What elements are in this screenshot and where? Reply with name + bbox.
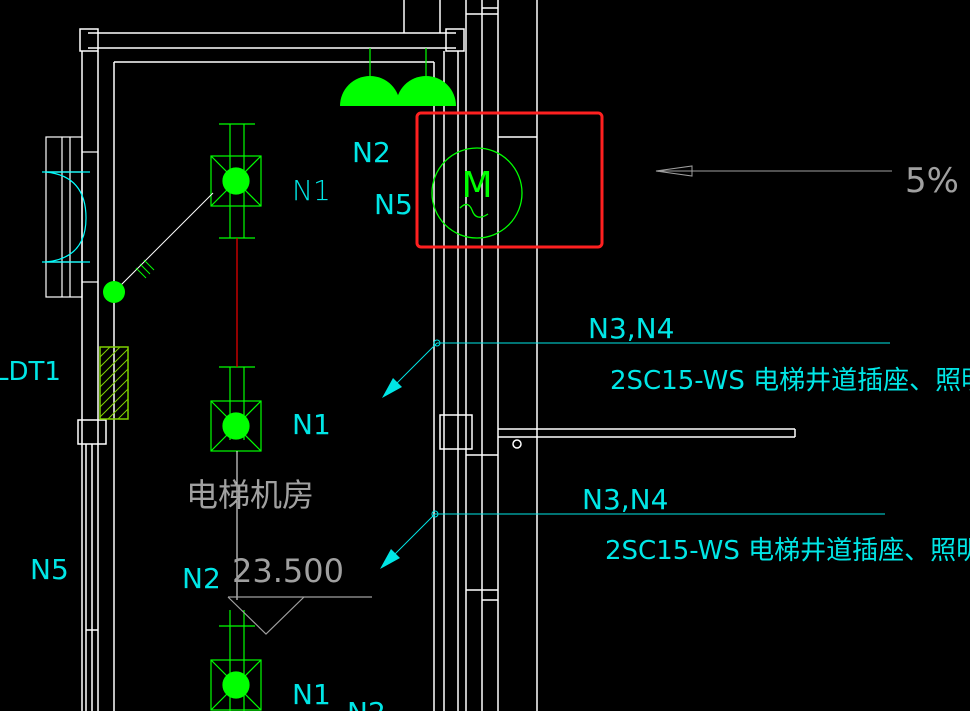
leader-arrow-upper [382, 339, 890, 398]
label-n3n4-lower: N3,N4 [582, 483, 668, 516]
label-cable-upper: 2SC15-WS 电梯井道插座、照明 [610, 366, 970, 396]
label-n3n4-upper: N3,N4 [588, 312, 674, 345]
label-n5-motor: N5 [374, 188, 413, 221]
ceiling-light-n2-right [396, 48, 456, 106]
light-fixture-n1-bottom [210, 610, 262, 711]
label-ldt1: LDT1 [0, 357, 61, 387]
label-slope: 5% [905, 161, 959, 201]
label-n1-bottom: N1 [292, 678, 331, 711]
label-n2-top: N2 [352, 136, 391, 169]
label-n1-mid: N1 [292, 408, 331, 441]
label-elevation: 23.500 [232, 552, 344, 590]
motor-symbol: M [431, 147, 523, 239]
elevation-marker [227, 596, 372, 635]
door-swing [42, 171, 90, 263]
switch-symbol [103, 192, 214, 303]
light-fixture-n1-mid [210, 366, 262, 452]
hatched-wall-block [99, 346, 129, 420]
label-cable-lower: 2SC15-WS 电梯井道插座、照明 [605, 536, 970, 566]
leader-arrow-lower [380, 510, 885, 569]
highlight-box [415, 111, 604, 249]
label-n2-bottom: N2 [182, 562, 221, 595]
light-fixture-n1-top [210, 123, 262, 239]
motor-letter: M [461, 165, 492, 206]
walls [77, 0, 796, 711]
label-n5-left: N5 [30, 553, 69, 586]
label-room-name: 电梯机房 [186, 476, 314, 514]
label-bottom-cut: N2 [347, 696, 386, 711]
slope-arrow [655, 165, 892, 177]
label-n1-top: N1 [292, 174, 331, 207]
ceiling-light-n2-left [340, 48, 400, 106]
door-symbol [45, 136, 98, 298]
